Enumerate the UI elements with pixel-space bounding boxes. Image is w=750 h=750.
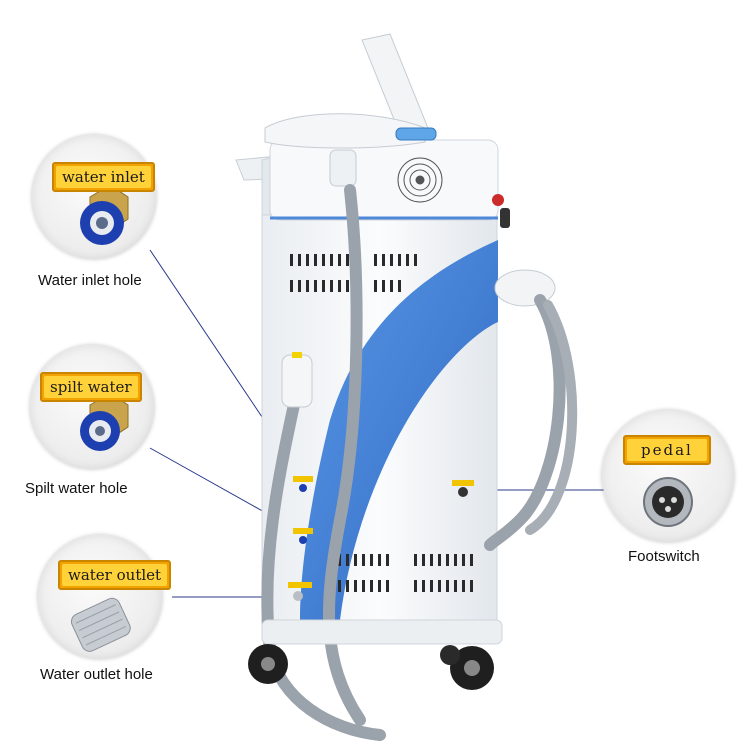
water-outlet-bubble: [38, 535, 162, 659]
water-outlet-tag: water outlet: [58, 560, 172, 590]
pedal-bubble: [602, 410, 734, 542]
water-inlet-caption: Water inlet hole: [38, 272, 142, 289]
spilt-water-bubble: [30, 345, 154, 469]
speaker-grille: [397, 157, 443, 203]
wheels: [248, 644, 494, 690]
spilt-water-connector-icon: [80, 392, 129, 451]
water-outlet-tag-text: water outlet: [62, 564, 168, 586]
blue-swoosh: [300, 240, 498, 620]
spilt-water-tag: spilt water: [40, 372, 142, 402]
water-outlet-caption: Water outlet hole: [40, 666, 153, 683]
water-outlet-connector-icon: [70, 597, 131, 652]
pedal-tag: pedal: [623, 435, 711, 465]
spilt-water-caption: Spilt water hole: [25, 480, 128, 497]
pedal-tag-text: pedal: [627, 439, 707, 461]
rear-ports: [288, 476, 474, 601]
water-inlet-tag: water inlet: [52, 162, 155, 192]
water-inlet-tag-text: water inlet: [56, 166, 151, 188]
pedal-caption: Footswitch: [628, 548, 700, 565]
spilt-water-tag-text: spilt water: [44, 376, 138, 398]
water-inlet-bubble: [32, 135, 156, 259]
water-inlet-connector-icon: [80, 184, 129, 245]
footswitch-connector-icon: [643, 477, 693, 527]
